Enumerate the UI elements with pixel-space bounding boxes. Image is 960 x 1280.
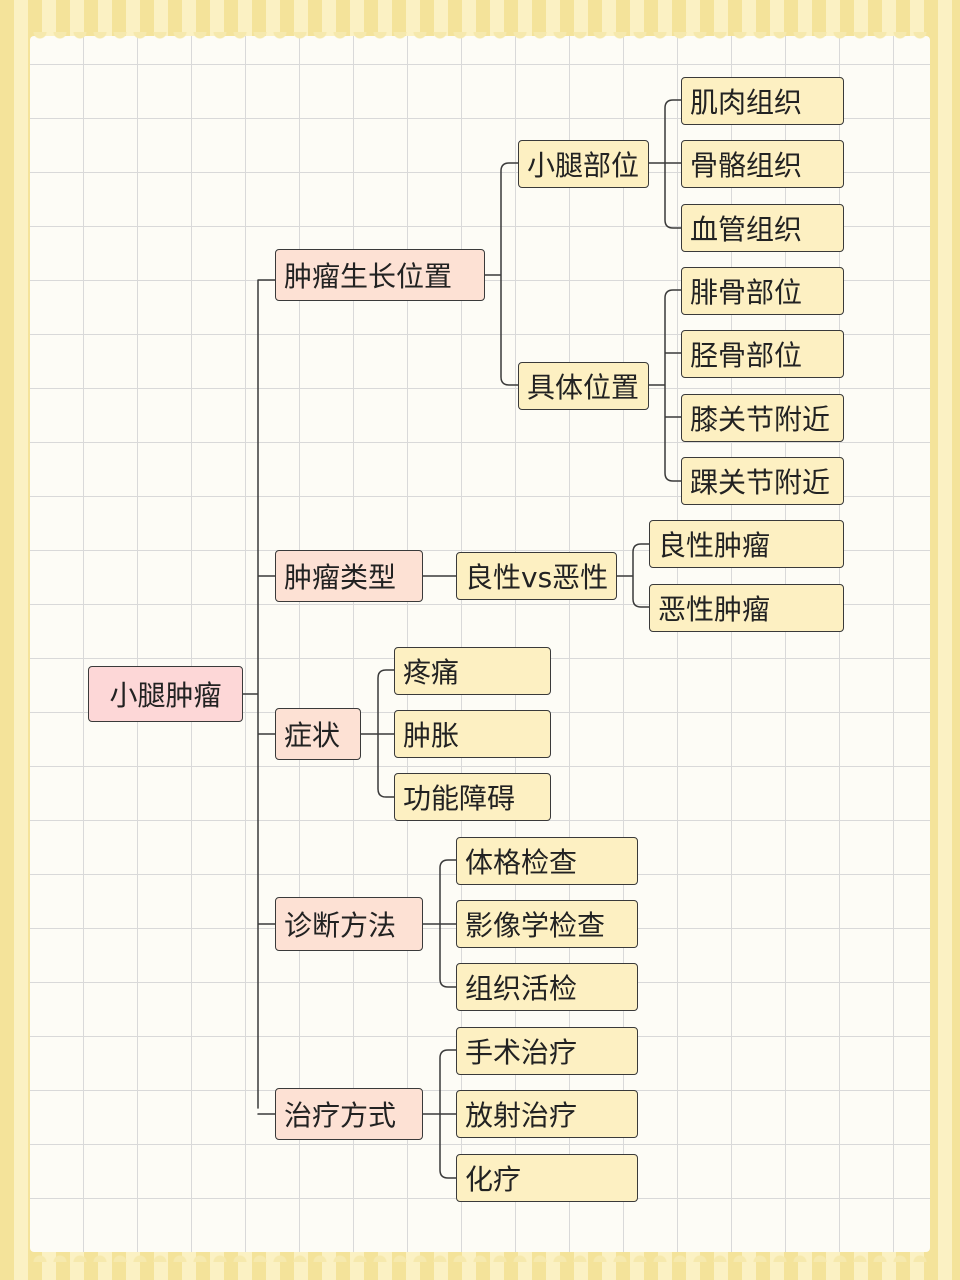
- leaf-muscle[interactable]: 肌肉组织: [681, 77, 844, 125]
- leaf-chemo[interactable]: 化疗: [456, 1154, 638, 1202]
- leaf-bone[interactable]: 骨骼组织: [681, 140, 844, 188]
- node-specific-location[interactable]: 具体位置: [518, 362, 649, 410]
- leaf-tibia[interactable]: 胫骨部位: [681, 330, 844, 378]
- node-calf-region[interactable]: 小腿部位: [518, 140, 649, 188]
- leaf-swelling[interactable]: 肿胀: [394, 710, 551, 758]
- node-type[interactable]: 肿瘤类型: [275, 550, 423, 602]
- node-diagnosis[interactable]: 诊断方法: [275, 897, 423, 951]
- leaf-physical-exam[interactable]: 体格检查: [456, 837, 638, 885]
- node-symptoms[interactable]: 症状: [275, 708, 361, 760]
- leaf-vascular[interactable]: 血管组织: [681, 204, 844, 252]
- root-node[interactable]: 小腿肿瘤: [88, 666, 243, 722]
- diagnosis-connector: [422, 859, 457, 988]
- bvm-connector: [616, 543, 650, 608]
- specific-connector: [648, 289, 682, 482]
- node-location[interactable]: 肿瘤生长位置: [275, 249, 485, 301]
- leaf-imaging[interactable]: 影像学检查: [456, 900, 638, 948]
- symptoms-connector: [360, 669, 395, 798]
- leaf-pain[interactable]: 疼痛: [394, 647, 551, 695]
- treatment-connector: [422, 1049, 457, 1179]
- leaf-malignant[interactable]: 恶性肿瘤: [649, 584, 844, 632]
- leaf-dysfunction[interactable]: 功能障碍: [394, 773, 551, 821]
- leaf-fibula[interactable]: 腓骨部位: [681, 267, 844, 315]
- location-connector: [484, 162, 519, 386]
- leaf-biopsy[interactable]: 组织活检: [456, 963, 638, 1011]
- node-treatment[interactable]: 治疗方式: [275, 1088, 423, 1140]
- node-benign-vs-malignant[interactable]: 良性vs恶性: [456, 552, 617, 600]
- leaf-ankle[interactable]: 踝关节附近: [681, 457, 844, 505]
- root-connector: [242, 279, 276, 1115]
- calf-connector: [648, 99, 682, 229]
- leaf-radiation[interactable]: 放射治疗: [456, 1090, 638, 1138]
- leaf-surgery[interactable]: 手术治疗: [456, 1027, 638, 1075]
- leaf-benign[interactable]: 良性肿瘤: [649, 520, 844, 568]
- leaf-knee[interactable]: 膝关节附近: [681, 394, 844, 442]
